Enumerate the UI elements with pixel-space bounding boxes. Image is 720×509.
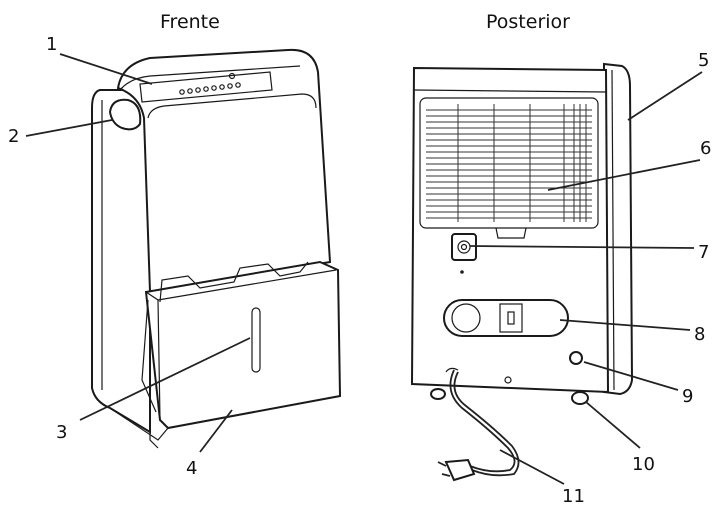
callout-3: 3 bbox=[56, 422, 67, 443]
callout-5: 5 bbox=[698, 50, 709, 71]
wheel-right bbox=[571, 391, 589, 405]
front-view-title: Frente bbox=[160, 11, 220, 33]
callout-1: 1 bbox=[46, 34, 57, 55]
water-level-window bbox=[251, 307, 261, 373]
back-unit bbox=[410, 62, 634, 482]
top-handle bbox=[108, 98, 142, 131]
drain-port bbox=[569, 351, 583, 365]
callout-11: 11 bbox=[562, 486, 585, 507]
air-filter-grille bbox=[426, 104, 592, 222]
callout-10: 10 bbox=[632, 454, 655, 475]
callout-9: 9 bbox=[682, 386, 693, 407]
callout-2: 2 bbox=[8, 126, 19, 147]
callout-7: 7 bbox=[698, 242, 709, 263]
control-panel bbox=[139, 71, 273, 103]
callout-4: 4 bbox=[186, 458, 197, 479]
water-tank bbox=[144, 260, 342, 430]
leader-lines bbox=[25, 53, 703, 485]
power-cord bbox=[449, 369, 516, 473]
wheel-left bbox=[430, 388, 446, 400]
rear-handle bbox=[443, 299, 569, 337]
callout-8: 8 bbox=[694, 324, 705, 345]
air-filter-frame bbox=[419, 97, 599, 229]
power-plug bbox=[444, 458, 476, 482]
hose-outlet bbox=[451, 233, 477, 261]
callout-numbers: 1 2 3 4 5 6 7 8 9 10 11 bbox=[8, 34, 711, 507]
back-view-title: Posterior bbox=[486, 11, 570, 33]
callout-6: 6 bbox=[700, 138, 711, 159]
front-unit bbox=[91, 48, 342, 449]
control-buttons bbox=[179, 72, 241, 95]
